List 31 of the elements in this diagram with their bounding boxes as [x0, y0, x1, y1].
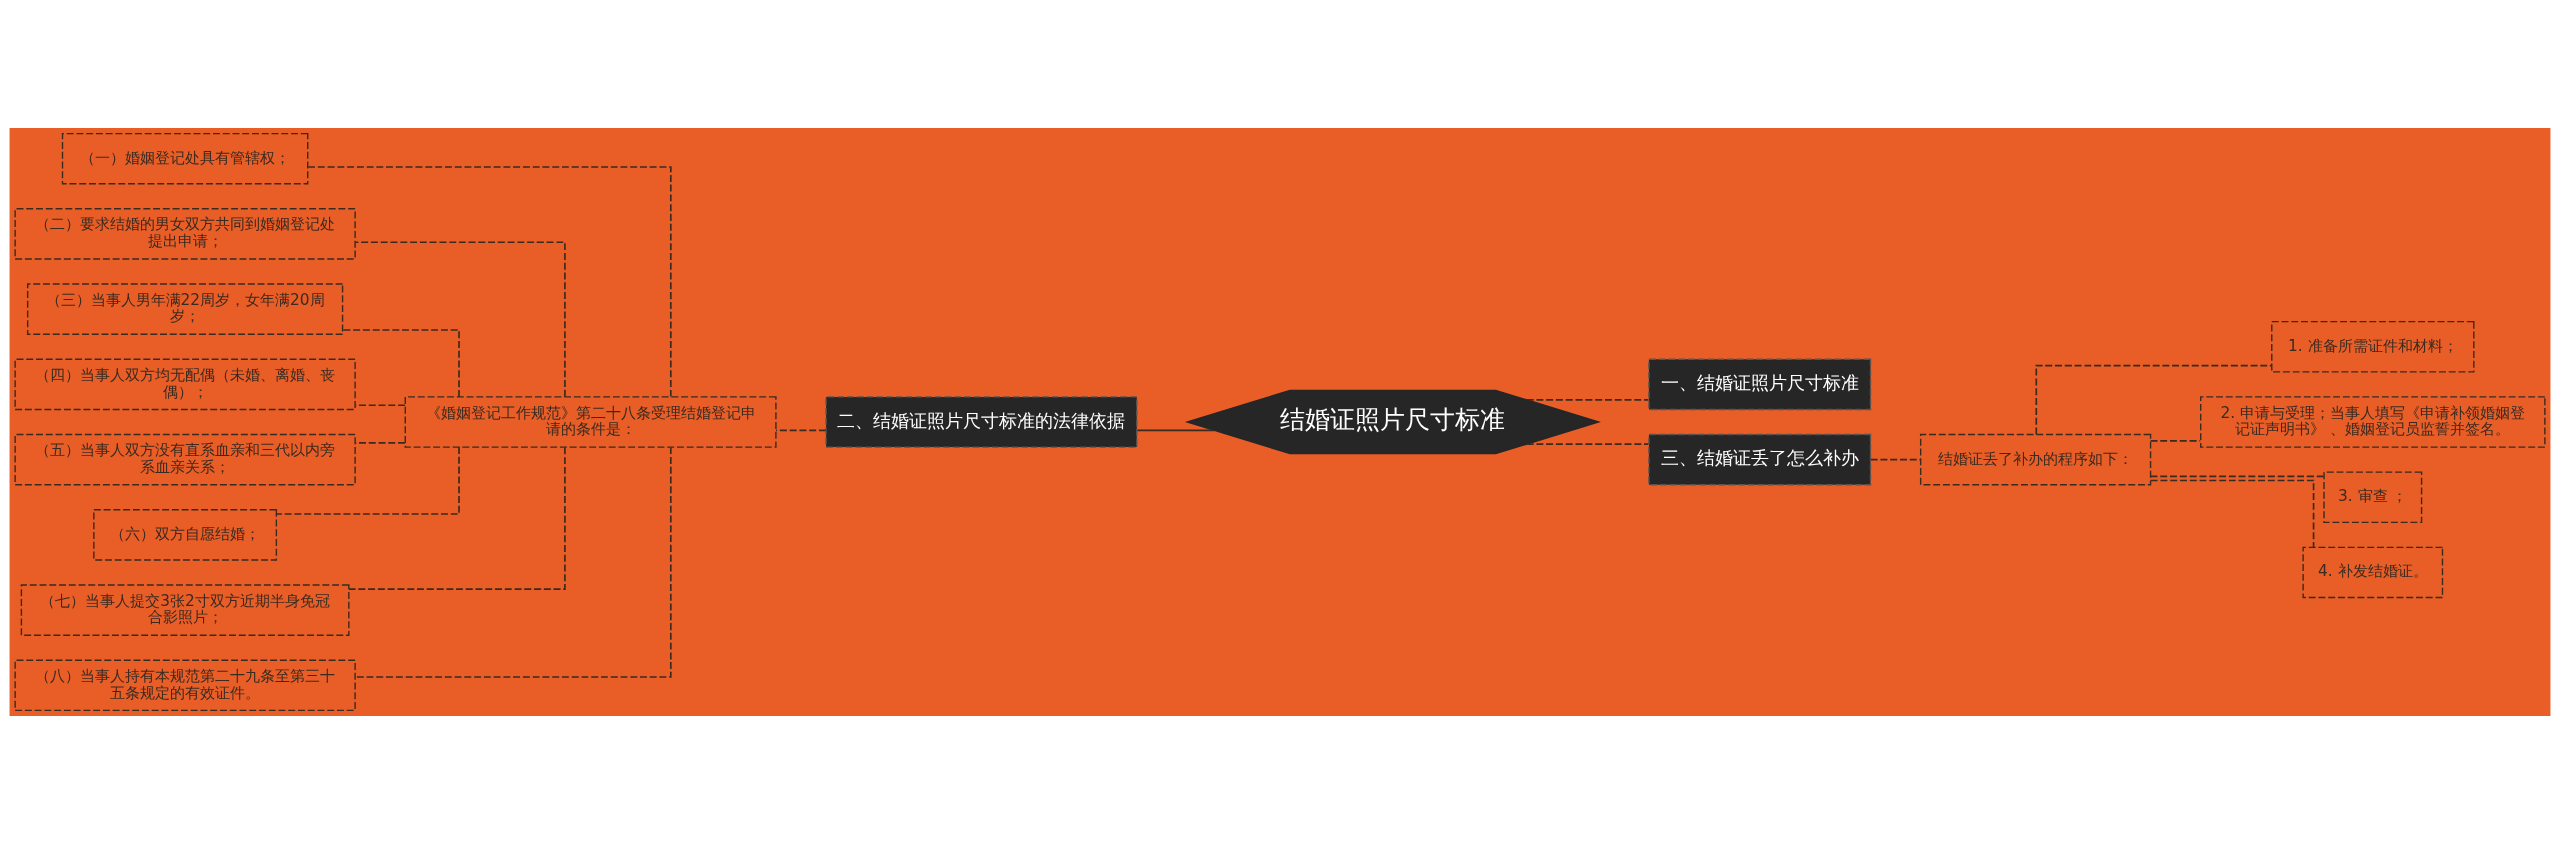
node-box: 《婚姻登记工作规范》第二十八条受理结婚登记申请的条件是： — [404, 395, 777, 448]
connector — [275, 445, 460, 515]
connector — [1526, 442, 1650, 445]
node-box: 1. 准备所需证件和材料； — [2271, 320, 2475, 373]
connector — [2149, 475, 2325, 477]
connector — [1136, 429, 1216, 431]
node-box: （二）要求结婚的男女双方共同到婚姻登记处提出申请； — [14, 207, 356, 260]
node-box: （七）当事人提交3张2寸双方近期半身免冠合影照片； — [20, 583, 350, 636]
connector — [348, 446, 566, 590]
node-box: 结婚证丢了补办的程序如下： — [1919, 433, 2152, 485]
node-box: 一、结婚证照片尺寸标准 — [1648, 358, 1872, 410]
node-box: （五）当事人双方没有直系血亲和三代以内旁系血亲关系； — [14, 433, 356, 485]
connector — [1526, 398, 1650, 401]
node-box: 4. 补发结婚证。 — [2302, 546, 2444, 598]
node-box: （三）当事人男年满22周岁，女年满20周岁； — [26, 282, 344, 335]
connector — [2149, 439, 2202, 442]
connector — [775, 429, 827, 431]
connector — [2035, 364, 2273, 435]
node-box: （六）双方自愿结婚； — [93, 508, 278, 561]
node-box: （四）当事人双方均无配偶（未婚、离婚、丧偶）； — [14, 358, 356, 410]
connector — [354, 240, 566, 397]
connector — [307, 165, 672, 397]
node-box: 三、结婚证丢了怎么补办 — [1648, 433, 1872, 485]
node-box: 2. 申请与受理；当事人填写《申请补领婚姻登记证声明书》 、婚姻登记员监誓并签名。 — [2200, 395, 2546, 448]
node-box: （八）当事人持有本规范第二十九条至第三十五条规定的有效证件。 — [14, 659, 356, 711]
node-box: 3. 审查 ； — [2323, 470, 2423, 523]
node-box: （一）婚姻登记处具有管辖权； — [61, 132, 309, 184]
connector — [2149, 479, 2315, 548]
connector — [354, 446, 672, 678]
node-box: 二、结婚证照片尺寸标准的法律依据 — [825, 395, 1138, 448]
connector — [342, 328, 460, 398]
